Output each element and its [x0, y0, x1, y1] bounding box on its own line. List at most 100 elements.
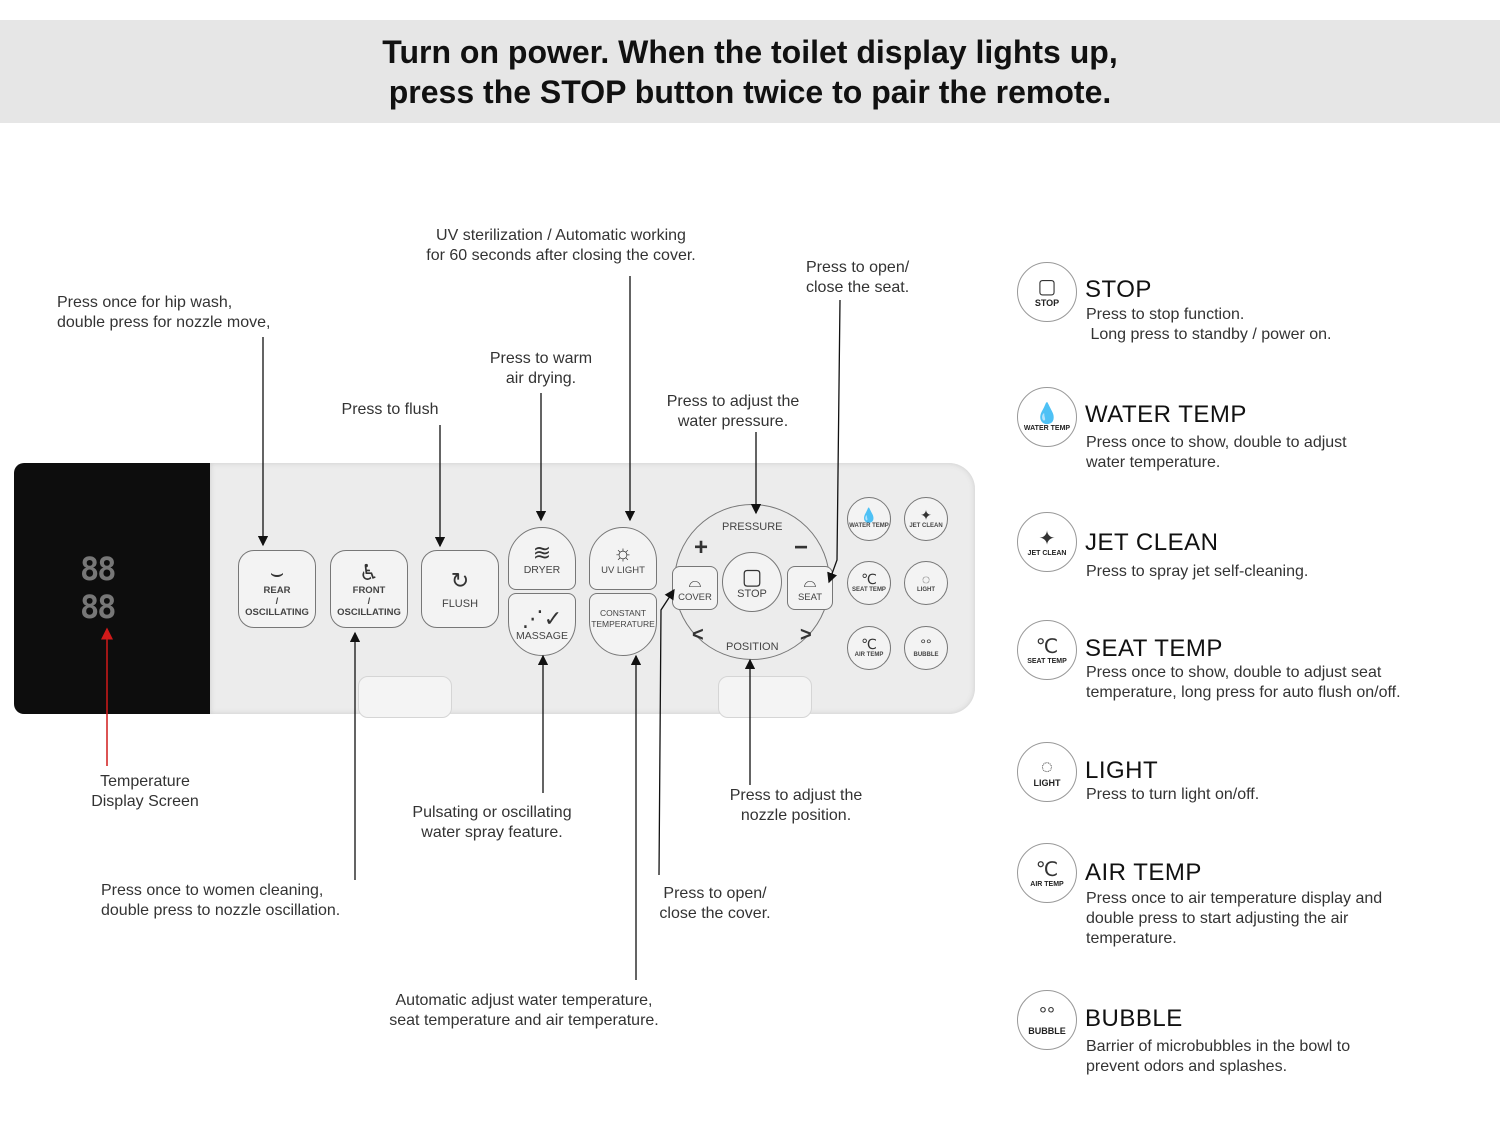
button-label: TEMPERATURE [591, 619, 655, 629]
button-label: LIGHT [917, 587, 935, 593]
text-line: Press to open/ [806, 259, 910, 276]
legend-bubble-title: BUBBLE [1085, 1005, 1183, 1032]
button-label: BUBBLE [913, 652, 939, 658]
legend-seat-temp-title: SEAT TEMP [1085, 635, 1223, 662]
text-line: °° [1039, 1004, 1055, 1026]
button-label: STOP [737, 587, 767, 600]
arrow-cover [658, 588, 675, 876]
annotation-pressure: Press to adjust the water pressure. [667, 392, 800, 432]
front-oscillating-button[interactable]: ♿ FRONT / OSCILLATING [330, 550, 408, 628]
text-line: Press to adjust the [729, 787, 863, 804]
flush-button[interactable]: ↻ FLUSH [421, 550, 499, 628]
remote-foot [718, 676, 812, 718]
button-label: AIR TEMP [854, 652, 884, 658]
uv-light-button[interactable]: ☼ UV LIGHT [589, 527, 657, 590]
bulb-icon: ◌ [921, 571, 931, 587]
button-label: / [275, 595, 279, 607]
button-label: COVER [678, 591, 712, 603]
annotation-rear: Press once for hip wash,double press for… [57, 293, 270, 333]
water-temp-button[interactable]: 💧WATER TEMP [847, 497, 891, 541]
text-line: ◌ [1041, 756, 1053, 778]
air-temp-icon: ℃ [861, 636, 877, 652]
header-line-1: Turn on power. When the toilet display l… [382, 34, 1118, 70]
text-line: ▢ [1037, 276, 1057, 298]
rear-wash-icon: ⌣ [269, 559, 285, 585]
rear-oscillating-button[interactable]: ⌣ REAR / OSCILLATING [238, 550, 316, 628]
text-line: Press once to air temperature display an… [1086, 890, 1383, 907]
legend-stop-icon: ▢STOP [1017, 262, 1077, 322]
pressure-minus-button[interactable]: − [794, 534, 809, 561]
position-right-button[interactable]: > [800, 624, 812, 646]
text-line: water pressure. [677, 413, 789, 430]
text-line: Press once to show, double to adjust sea… [1086, 664, 1382, 681]
text-line: Barrier of microbubbles in the bowl to [1086, 1038, 1351, 1055]
flush-icon: ↻ [450, 567, 470, 593]
text-line: Pulsating or oscillating [412, 804, 572, 821]
annotation-flush: Press to flush [342, 400, 439, 420]
text-line: temperature. [1086, 930, 1177, 947]
text-line: ✦ [1038, 527, 1056, 550]
annotation-seat: Press to open/close the seat. [806, 258, 909, 298]
button-label: JET CLEAN [909, 523, 943, 529]
constant-temperature-button[interactable]: CONSTANT TEMPERATURE [589, 593, 657, 656]
remote-display-panel [14, 463, 220, 714]
text-line: BUBBLE [1028, 1026, 1066, 1036]
front-wash-icon: ♿ [359, 559, 379, 585]
legend-jet-clean-title: JET CLEAN [1085, 529, 1219, 556]
legend-bubble-icon: °°BUBBLE [1017, 990, 1077, 1050]
text-line: air drying. [505, 370, 577, 387]
legend-air-temp-title: AIR TEMP [1085, 859, 1202, 886]
cover-icon: ⌓ [688, 573, 702, 591]
text-line: Press once to women cleaning, [101, 882, 324, 899]
position-left-button[interactable]: < [692, 624, 704, 646]
text-line: Long press to standby / power on. [1086, 326, 1332, 343]
text-line: close the cover. [659, 905, 771, 922]
bubble-icon: °° [920, 636, 932, 652]
bubble-button[interactable]: °°BUBBLE [904, 626, 948, 670]
text-line: double press to start adjusting the air [1086, 910, 1349, 927]
header-line-2: press the STOP button twice to pair the … [388, 74, 1112, 110]
display-digits-top: 88 [80, 550, 117, 588]
stop-square-icon: ▢ [741, 563, 763, 589]
dryer-icon: ≋ [532, 540, 552, 565]
display-digits-bottom: 88 [80, 588, 117, 626]
text-line: WATER TEMP [1023, 424, 1071, 432]
text-line: close the seat. [806, 279, 910, 296]
button-label: / [367, 595, 371, 607]
text-line: Press to flush [341, 401, 439, 418]
button-label: REAR [263, 584, 291, 596]
jet-clean-button[interactable]: ✦JET CLEAN [904, 497, 948, 541]
dryer-button[interactable]: ≋ DRYER [508, 527, 576, 590]
text-line: ℃ [1035, 635, 1059, 658]
cover-button[interactable]: ⌓ COVER [672, 566, 718, 610]
button-label: OSCILLATING [245, 606, 309, 618]
legend-light-title: LIGHT [1085, 757, 1159, 784]
stop-button[interactable]: ▢ STOP [722, 552, 782, 612]
text-line: seat temperature and air temperature. [389, 1012, 659, 1029]
text-line: Press to stop function. [1086, 306, 1245, 323]
pressure-label: PRESSURE [722, 521, 783, 533]
text-line: for 60 seconds after closing the cover. [426, 247, 696, 264]
text-line: prevent odors and splashes. [1086, 1058, 1288, 1075]
seat-button[interactable]: ⌓ SEAT [787, 566, 833, 610]
legend-jet-clean-desc: Press to spray jet self-cleaning. [1086, 562, 1308, 582]
text-line: ℃ [1035, 858, 1059, 881]
text-line: water spray feature. [421, 824, 563, 841]
text-line: JET CLEAN [1027, 549, 1067, 557]
pressure-plus-button[interactable]: + [694, 534, 709, 561]
text-line: Press to adjust the [666, 393, 800, 410]
light-button[interactable]: ◌LIGHT [904, 561, 948, 605]
position-label: POSITION [726, 641, 779, 653]
text-line: LIGHT [1033, 778, 1061, 788]
text-line: water temperature. [1086, 454, 1221, 471]
text-line: Automatic adjust water temperature, [395, 992, 653, 1009]
text-line: 💧 [1034, 402, 1060, 425]
